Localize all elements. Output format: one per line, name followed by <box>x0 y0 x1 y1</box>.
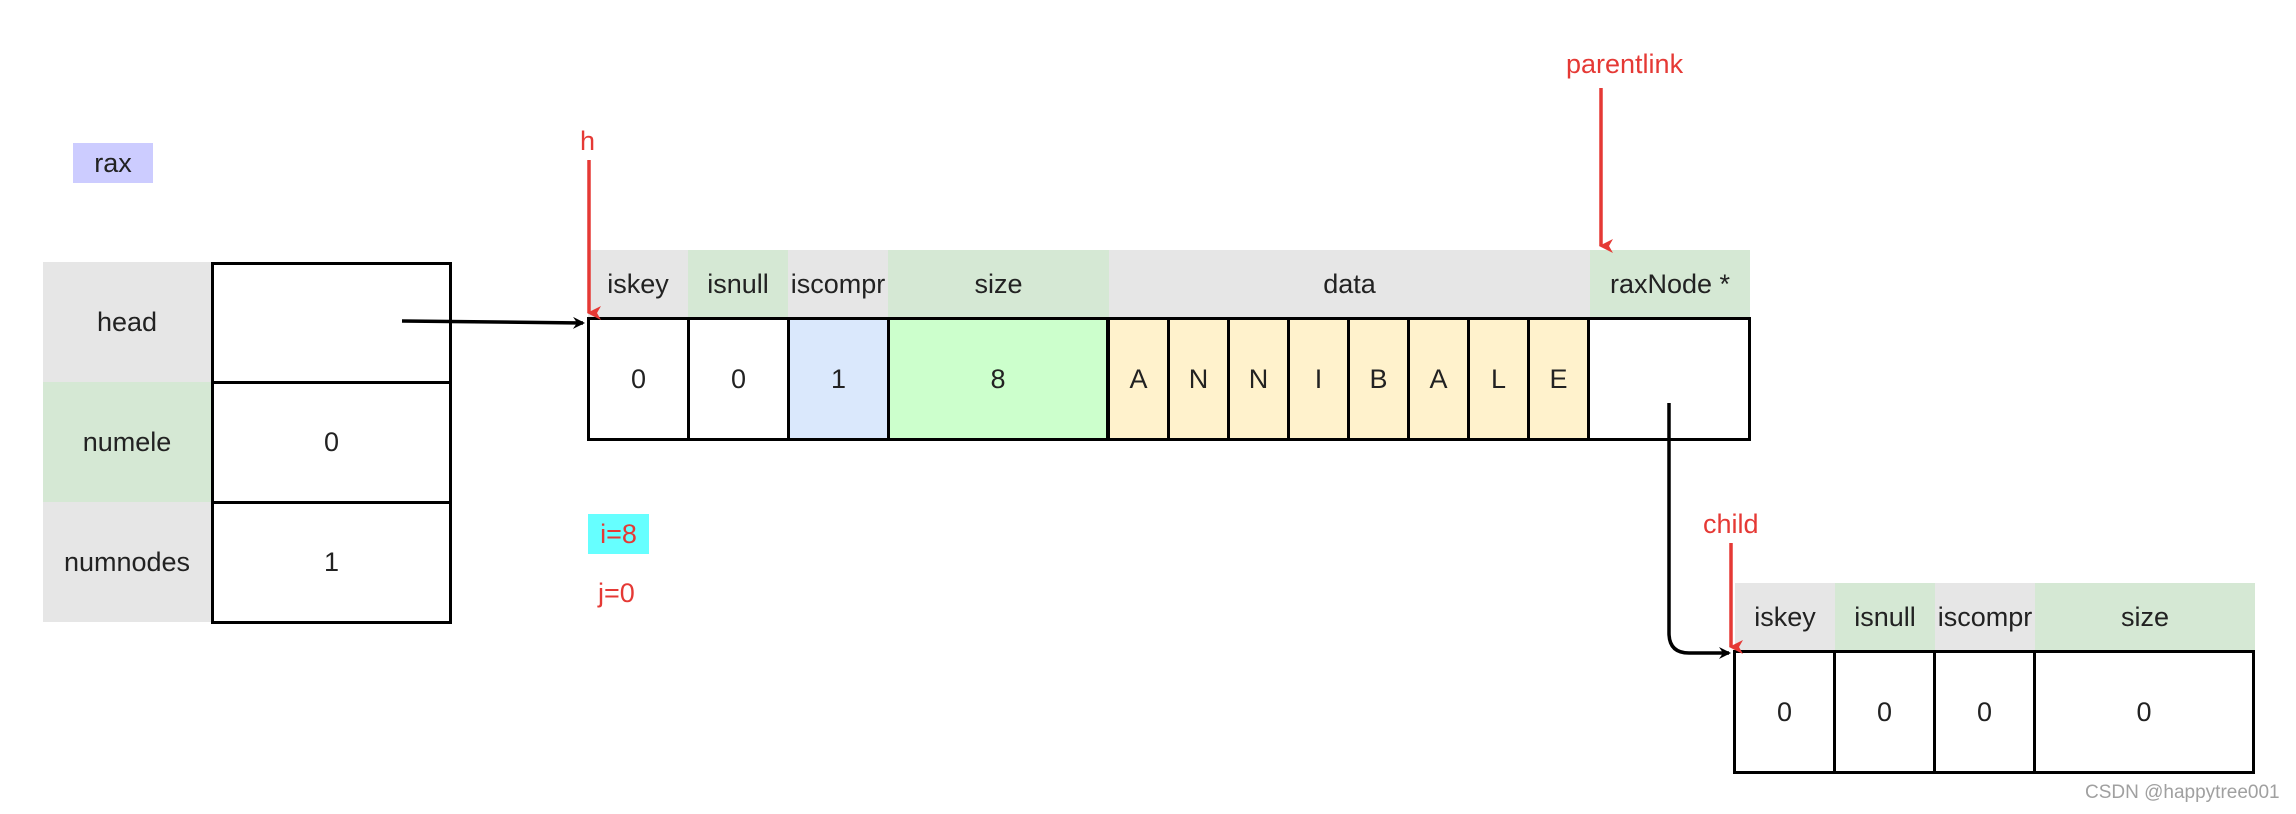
field-label-head: head <box>43 262 211 382</box>
node2-cell-size: 0 <box>2033 650 2255 774</box>
node2-header-iskey: iskey <box>1735 583 1835 651</box>
var-j-label: j=0 <box>598 578 635 608</box>
node2-cell-isnull: 0 <box>1833 650 1936 774</box>
rax-label: rax <box>73 143 153 183</box>
node2-header-size: size <box>2035 583 2255 651</box>
node1-header-size: size <box>888 250 1109 318</box>
node1-header-raxnode-ptr: raxNode * <box>1590 250 1750 318</box>
pointer-label-child: child <box>1703 509 1759 539</box>
node1-header-data: data <box>1109 250 1590 318</box>
pointer-label-h: h <box>580 126 596 156</box>
node1-header-iskey: iskey <box>588 250 688 318</box>
node1-cell-iscompr: 1 <box>787 317 890 441</box>
node1-header-iscompr: iscompr <box>788 250 888 318</box>
var-i-badge: i=8 <box>588 514 649 554</box>
field-label-numnodes: numnodes <box>43 502 211 622</box>
field-value-numnodes: 1 <box>211 501 452 624</box>
node1-data-char: N <box>1167 317 1230 441</box>
child-pointer-arrow <box>1667 403 1731 659</box>
head-pointer-arrow <box>401 316 585 329</box>
node2-header-iscompr: iscompr <box>1935 583 2035 651</box>
node2-header-isnull: isnull <box>1835 583 1935 651</box>
field-label-numele: numele <box>43 382 211 502</box>
pointer-label-parentlink: parentlink <box>1566 49 1684 79</box>
node1-data-char: E <box>1527 317 1590 441</box>
node1-header-isnull: isnull <box>688 250 788 318</box>
node1-data-char: B <box>1347 317 1410 441</box>
node1-data-char: N <box>1227 317 1290 441</box>
node2-cell-iskey: 0 <box>1733 650 1836 774</box>
watermark: CSDN @happytree001 <box>2085 782 2280 803</box>
node1-cell-iskey: 0 <box>587 317 690 441</box>
